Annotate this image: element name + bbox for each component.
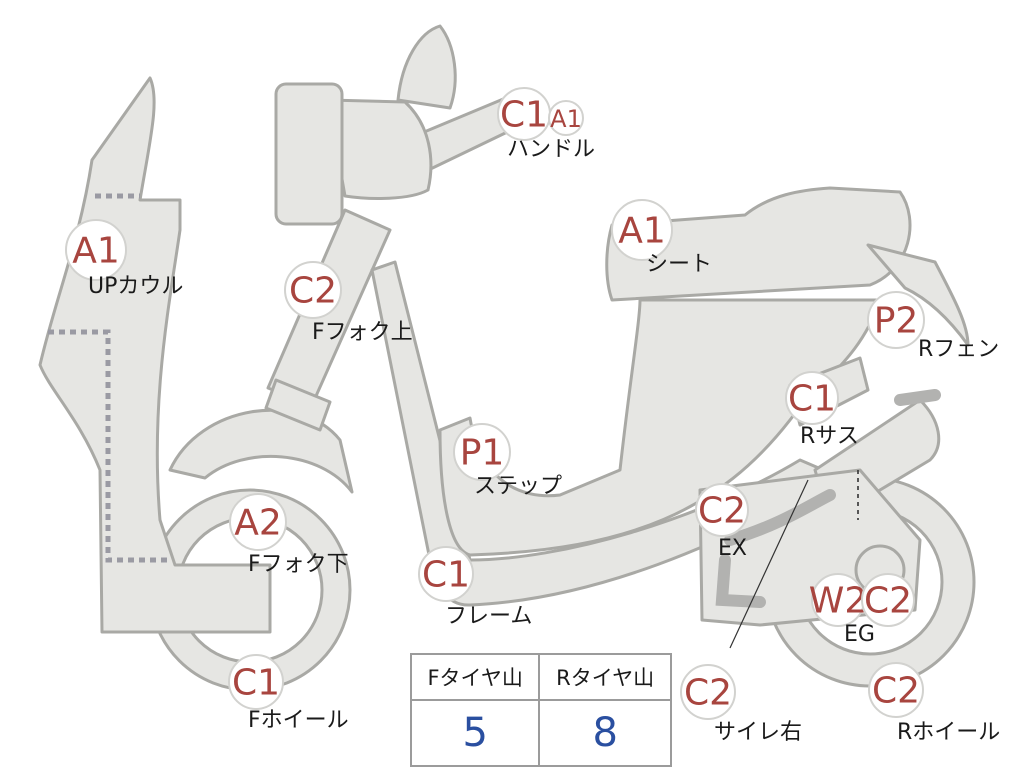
- marker-f-fork-lower: A2: [229, 493, 287, 551]
- marker-code: C2: [698, 491, 746, 532]
- marker-f-fork-upper: C2: [284, 261, 342, 319]
- label-r-fender: Rフェン: [918, 337, 1000, 362]
- marker-circle: [284, 261, 342, 319]
- label-f-wheel: Fホイール: [248, 708, 349, 733]
- marker-code: A1: [72, 231, 120, 272]
- marker-circle: [695, 483, 749, 537]
- meter-block: [274, 82, 344, 226]
- label-up-cowl: UPカウル: [88, 274, 184, 299]
- marker-code: A1: [550, 105, 582, 133]
- front-cowl: [38, 76, 272, 634]
- marker-seat: A1: [611, 199, 673, 261]
- marker-r-suspension: C1: [785, 371, 839, 425]
- label-frame: フレーム: [445, 604, 533, 629]
- label-silencer-right: サイレ右: [714, 720, 803, 745]
- marker-code: C2: [872, 671, 920, 712]
- marker-handle: C1: [497, 87, 551, 141]
- marker-code: C1: [232, 663, 280, 704]
- marker-circle: [453, 423, 511, 481]
- marker-code: P2: [874, 301, 919, 342]
- marker-ex: C2: [695, 483, 749, 537]
- marker-code: C2: [684, 673, 732, 714]
- marker-circle: [867, 291, 925, 349]
- marker-r-fender: P2: [867, 291, 925, 349]
- marker-code: C1: [500, 95, 548, 136]
- marker-circle: [418, 546, 474, 602]
- seat: [605, 186, 912, 302]
- marker-step: P1: [453, 423, 511, 481]
- headlight: [396, 24, 457, 110]
- marker-eg-right: C2: [861, 573, 915, 627]
- label-r-wheel: Rホイール: [897, 720, 1001, 745]
- front-fender: [168, 408, 354, 494]
- marker-circle: [228, 654, 284, 710]
- front-tire-header: Fタイヤ山: [409, 653, 541, 701]
- rear-tire-header: Rタイヤ山: [538, 653, 672, 701]
- rear-axle-stub: [894, 389, 941, 406]
- marker-circle: [611, 199, 673, 261]
- marker-f-wheel: C1: [228, 654, 284, 710]
- tire-tread-table: Fタイヤ山 Rタイヤ山 5 8: [409, 653, 672, 767]
- marker-code: W2: [809, 581, 868, 622]
- marker-code: C1: [788, 379, 836, 420]
- marker-circle: [65, 219, 127, 281]
- marker-code: P1: [460, 433, 505, 474]
- marker-silencer-right: C2: [680, 664, 736, 720]
- marker-code: C2: [289, 271, 337, 312]
- rear-fender: [866, 243, 970, 347]
- marker-circle: [861, 573, 915, 627]
- label-f-fork-upper: Fフォク上: [312, 320, 413, 345]
- marker-circle: [548, 100, 584, 136]
- front-fork-collar: [264, 378, 332, 432]
- label-seat: シート: [646, 252, 713, 277]
- marker-circle: [229, 493, 287, 551]
- label-ex: EX: [718, 536, 747, 561]
- label-r-suspension: Rサス: [800, 424, 859, 449]
- label-f-fork-lower: Fフォク下: [248, 552, 349, 577]
- marker-up-cowl: A1: [65, 219, 127, 281]
- label-step: ステップ: [474, 474, 563, 499]
- label-handle: ハンドル: [507, 137, 596, 162]
- head-unit: [326, 98, 433, 200]
- label-eg: EG: [844, 622, 875, 647]
- marker-code: C2: [864, 581, 912, 622]
- marker-code: A2: [234, 503, 282, 544]
- marker-code: A1: [618, 211, 666, 252]
- rear-tire-value: 8: [538, 699, 672, 767]
- marker-r-wheel: C2: [868, 662, 924, 718]
- marker-frame: C1: [418, 546, 474, 602]
- marker-circle: [868, 662, 924, 718]
- marker-eg-left: W2: [809, 573, 868, 627]
- marker-code: C1: [422, 555, 470, 596]
- silencer-guide-line: [729, 479, 809, 649]
- marker-circle: [680, 664, 736, 720]
- front-tire-value: 5: [409, 699, 541, 767]
- marker-handle-small: A1: [548, 100, 584, 136]
- marker-circle: [785, 371, 839, 425]
